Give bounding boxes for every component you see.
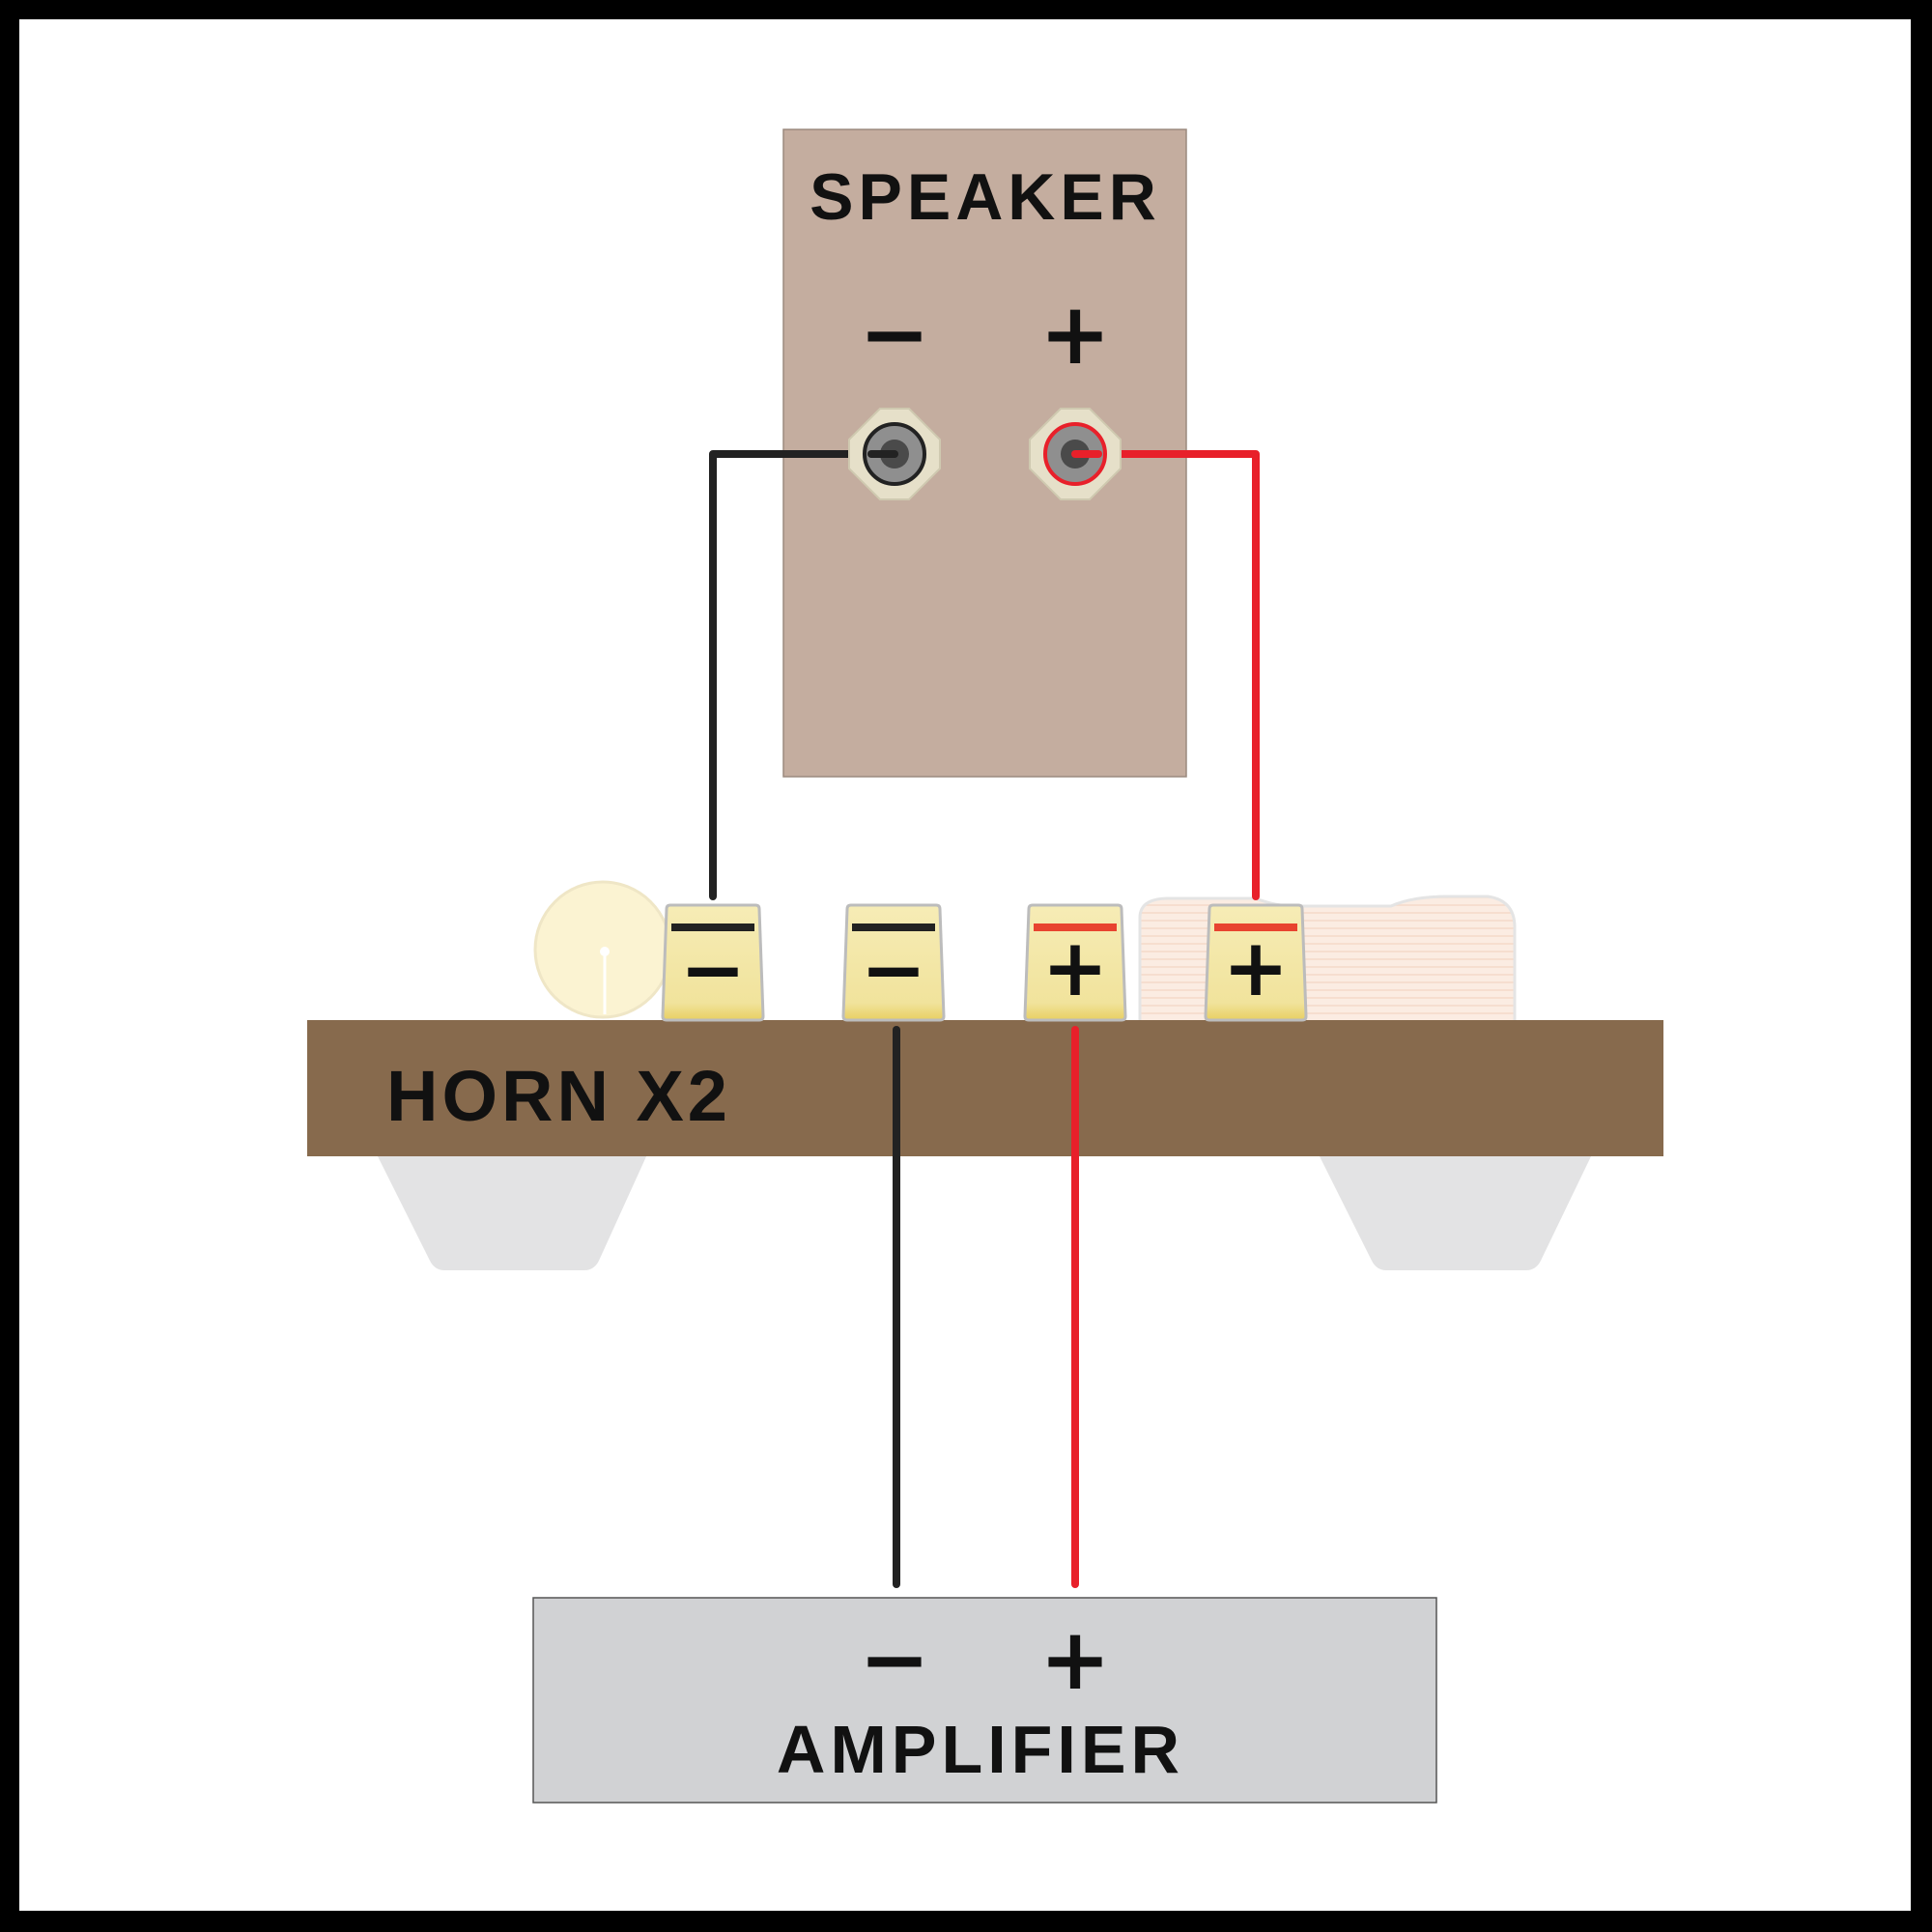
wire-speaker-negative-to-horn — [709, 450, 898, 900]
terminal-stripe-positive — [1214, 923, 1297, 931]
horn-terminal-2-sign: − — [861, 924, 927, 1016]
amplifier-label: AMPLIFIER — [777, 1712, 1184, 1787]
speaker-minus-sign: − — [859, 284, 930, 384]
terminal-stripe-negative — [852, 923, 935, 931]
amplifier-plus-sign: + — [1039, 1609, 1111, 1709]
amplifier-minus-sign: − — [859, 1609, 930, 1709]
horn-terminal-1: − — [661, 903, 765, 1022]
terminal-stripe-negative — [671, 923, 754, 931]
horn-right-bracket — [1319, 1154, 1592, 1270]
horn-terminal-2: − — [841, 903, 946, 1022]
capacitor-lead-dot — [600, 947, 610, 956]
wire-speaker-positive-to-horn — [1071, 450, 1260, 900]
resistor-component — [1138, 895, 1517, 1024]
horn-terminal-4: + — [1204, 903, 1308, 1022]
horn-board — [307, 1020, 1663, 1156]
speaker-plus-sign: + — [1039, 284, 1111, 384]
amplifier-box: − + AMPLIFIER — [532, 1597, 1437, 1804]
horn-label: HORN X2 — [386, 1056, 731, 1136]
horn-terminal-3: + — [1023, 903, 1127, 1022]
horn-terminal-4-sign: + — [1223, 923, 1290, 1014]
speaker-label: SPEAKER — [810, 160, 1161, 234]
horn-terminal-1-sign: − — [680, 924, 747, 1016]
horn-left-bracket — [377, 1154, 647, 1270]
horn-terminal-3-sign: + — [1042, 923, 1109, 1014]
terminal-stripe-positive — [1034, 923, 1117, 931]
